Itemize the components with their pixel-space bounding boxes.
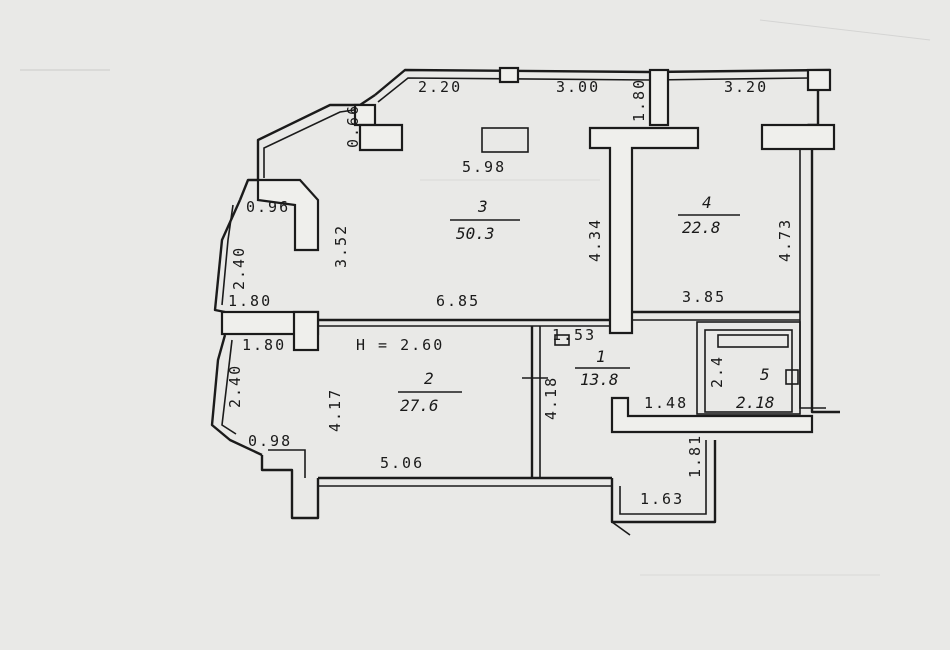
dim-left-pier-bottom: 1.80 [242, 336, 286, 354]
outer-wall-left-lower [210, 334, 263, 457]
top-pier-3 [806, 68, 832, 92]
outer-wall-top [374, 68, 831, 96]
room2-area: 27.6 [400, 396, 439, 415]
room2-number: 2 [424, 369, 434, 388]
dim-bay-small-mid: 0.96 [246, 198, 290, 216]
room3-area: 50.3 [456, 224, 495, 243]
dim-room3-center: 4.34 [586, 218, 604, 262]
sink [785, 369, 799, 385]
dim-bay-left-2: 2.40 [226, 364, 244, 408]
room3-fixture [481, 127, 529, 153]
dim-room3-bottom: 6.85 [436, 292, 480, 310]
entry-wall-inner [619, 440, 707, 515]
dim-top-3: 3.20 [724, 78, 768, 96]
room5-area: 2.18 [736, 393, 775, 412]
room4-number: 4 [702, 193, 712, 212]
dim-room2-bottom: 5.06 [380, 454, 424, 472]
dim-top-1: 2.20 [418, 78, 462, 96]
partition-t-head [588, 126, 700, 335]
bottom-left-corner [260, 455, 320, 520]
dim-corner-small: 0.98 [248, 432, 292, 450]
room-labels: 3 50.3 4 22.8 2 27.6 1 13.8 5 2.18 [398, 193, 775, 415]
room3-number: 3 [477, 197, 488, 216]
bathroom-inner [704, 329, 793, 413]
dim-room3-width: 5.98 [462, 158, 506, 176]
hall-fixture [554, 334, 570, 346]
dim-left-pier-top: 1.80 [228, 292, 272, 310]
entry-door-line [611, 521, 631, 536]
dimension-labels: 2.20 3.00 3.20 1.80 5.98 3.52 4.34 6.85 … [226, 78, 794, 508]
bay-stub [256, 178, 320, 252]
dim-room4-bottom: 3.85 [682, 288, 726, 306]
room1-area: 13.8 [580, 370, 619, 389]
dim-hall-bottom: 1.48 [644, 394, 688, 412]
left-pier-block [292, 310, 320, 352]
bottom-left-corner-inner [268, 449, 306, 478]
bath-tub [717, 334, 789, 348]
partition-right-head [760, 123, 836, 151]
dim-entry-side: 1.81 [686, 434, 704, 478]
bay-pier [358, 123, 404, 152]
hall-lower-wall [610, 396, 814, 434]
dim-room2-height: 4.17 [326, 388, 344, 432]
paper-background [20, 19, 931, 576]
top-pier-1 [498, 66, 520, 84]
dim-entry-bottom: 1.63 [640, 490, 684, 508]
bathroom-outline [696, 321, 801, 415]
dim-hall-left: 4.18 [542, 376, 560, 420]
dim-room4-height: 4.73 [776, 218, 794, 262]
entry-wall [610, 440, 717, 524]
dim-bath-side: 2.4 [708, 355, 726, 388]
dim-ceiling-height: H = 2.60 [356, 336, 444, 354]
outer-wall-left-upper-inner [221, 204, 234, 306]
dim-bay-small-top: 0.66 [344, 104, 362, 148]
room5-number: 5 [760, 365, 770, 384]
top-pier-2 [648, 68, 670, 127]
room4-area: 22.8 [682, 218, 721, 237]
dim-top-2: 3.00 [556, 78, 600, 96]
dim-pier-top: 1.80 [630, 78, 648, 122]
dim-bay-left-1: 2.40 [230, 246, 248, 290]
dim-hall-top: 1.53 [552, 326, 596, 344]
walls [210, 66, 840, 536]
dim-room3-height: 3.52 [332, 224, 350, 268]
room1-number: 1 [596, 347, 606, 366]
outer-wall-top-inner [377, 77, 811, 103]
outer-wall-left-lower-inner [221, 339, 237, 435]
